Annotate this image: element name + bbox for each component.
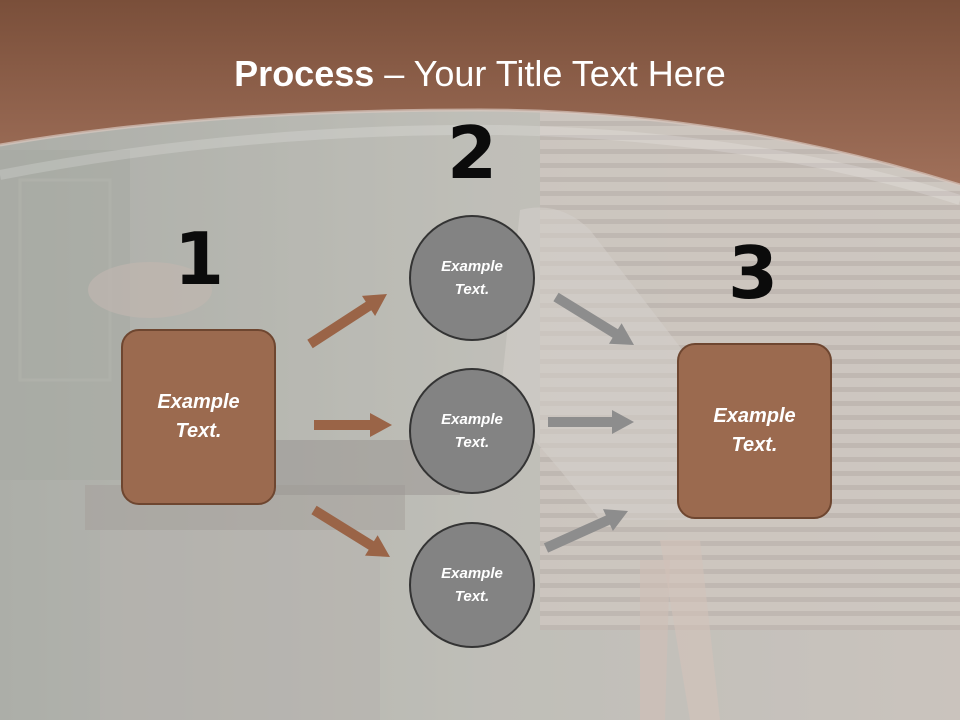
step-2-text-top: Example Text. [441, 258, 503, 298]
step-3-number: 3 [727, 231, 779, 315]
arrow-circle-middle-to-box3 [548, 410, 634, 434]
step-2-number: 2 [446, 111, 498, 195]
step-3-box: Example Text. [677, 343, 832, 519]
step-2-text-bottom: Example Text. [441, 565, 503, 605]
step-1-text: Example Text. [157, 391, 240, 442]
step-2-circle-top: Example Text. [409, 215, 535, 341]
title-bold: Process [234, 53, 375, 94]
arrow-box1-to-circle-bottom [311, 505, 390, 557]
step-1-box: Example Text. [121, 329, 276, 505]
step-2-circle-middle: Example Text. [409, 368, 535, 494]
slide-title: Process – Your Title Text Here [0, 52, 960, 96]
title-dash: – [374, 53, 414, 94]
arrow-box1-to-circle-top [307, 294, 387, 349]
arrow-circle-bottom-to-box3 [543, 509, 628, 553]
step-2-circle-bottom: Example Text. [409, 522, 535, 648]
step-1-number: 1 [173, 217, 225, 301]
title-rest: Your Title Text Here [413, 53, 726, 94]
arrow-circle-top-to-box3 [553, 292, 634, 345]
step-2-text-middle: Example Text. [441, 411, 503, 451]
arrow-box1-to-circle-middle [314, 413, 392, 437]
step-3-text: Example Text. [713, 405, 796, 456]
